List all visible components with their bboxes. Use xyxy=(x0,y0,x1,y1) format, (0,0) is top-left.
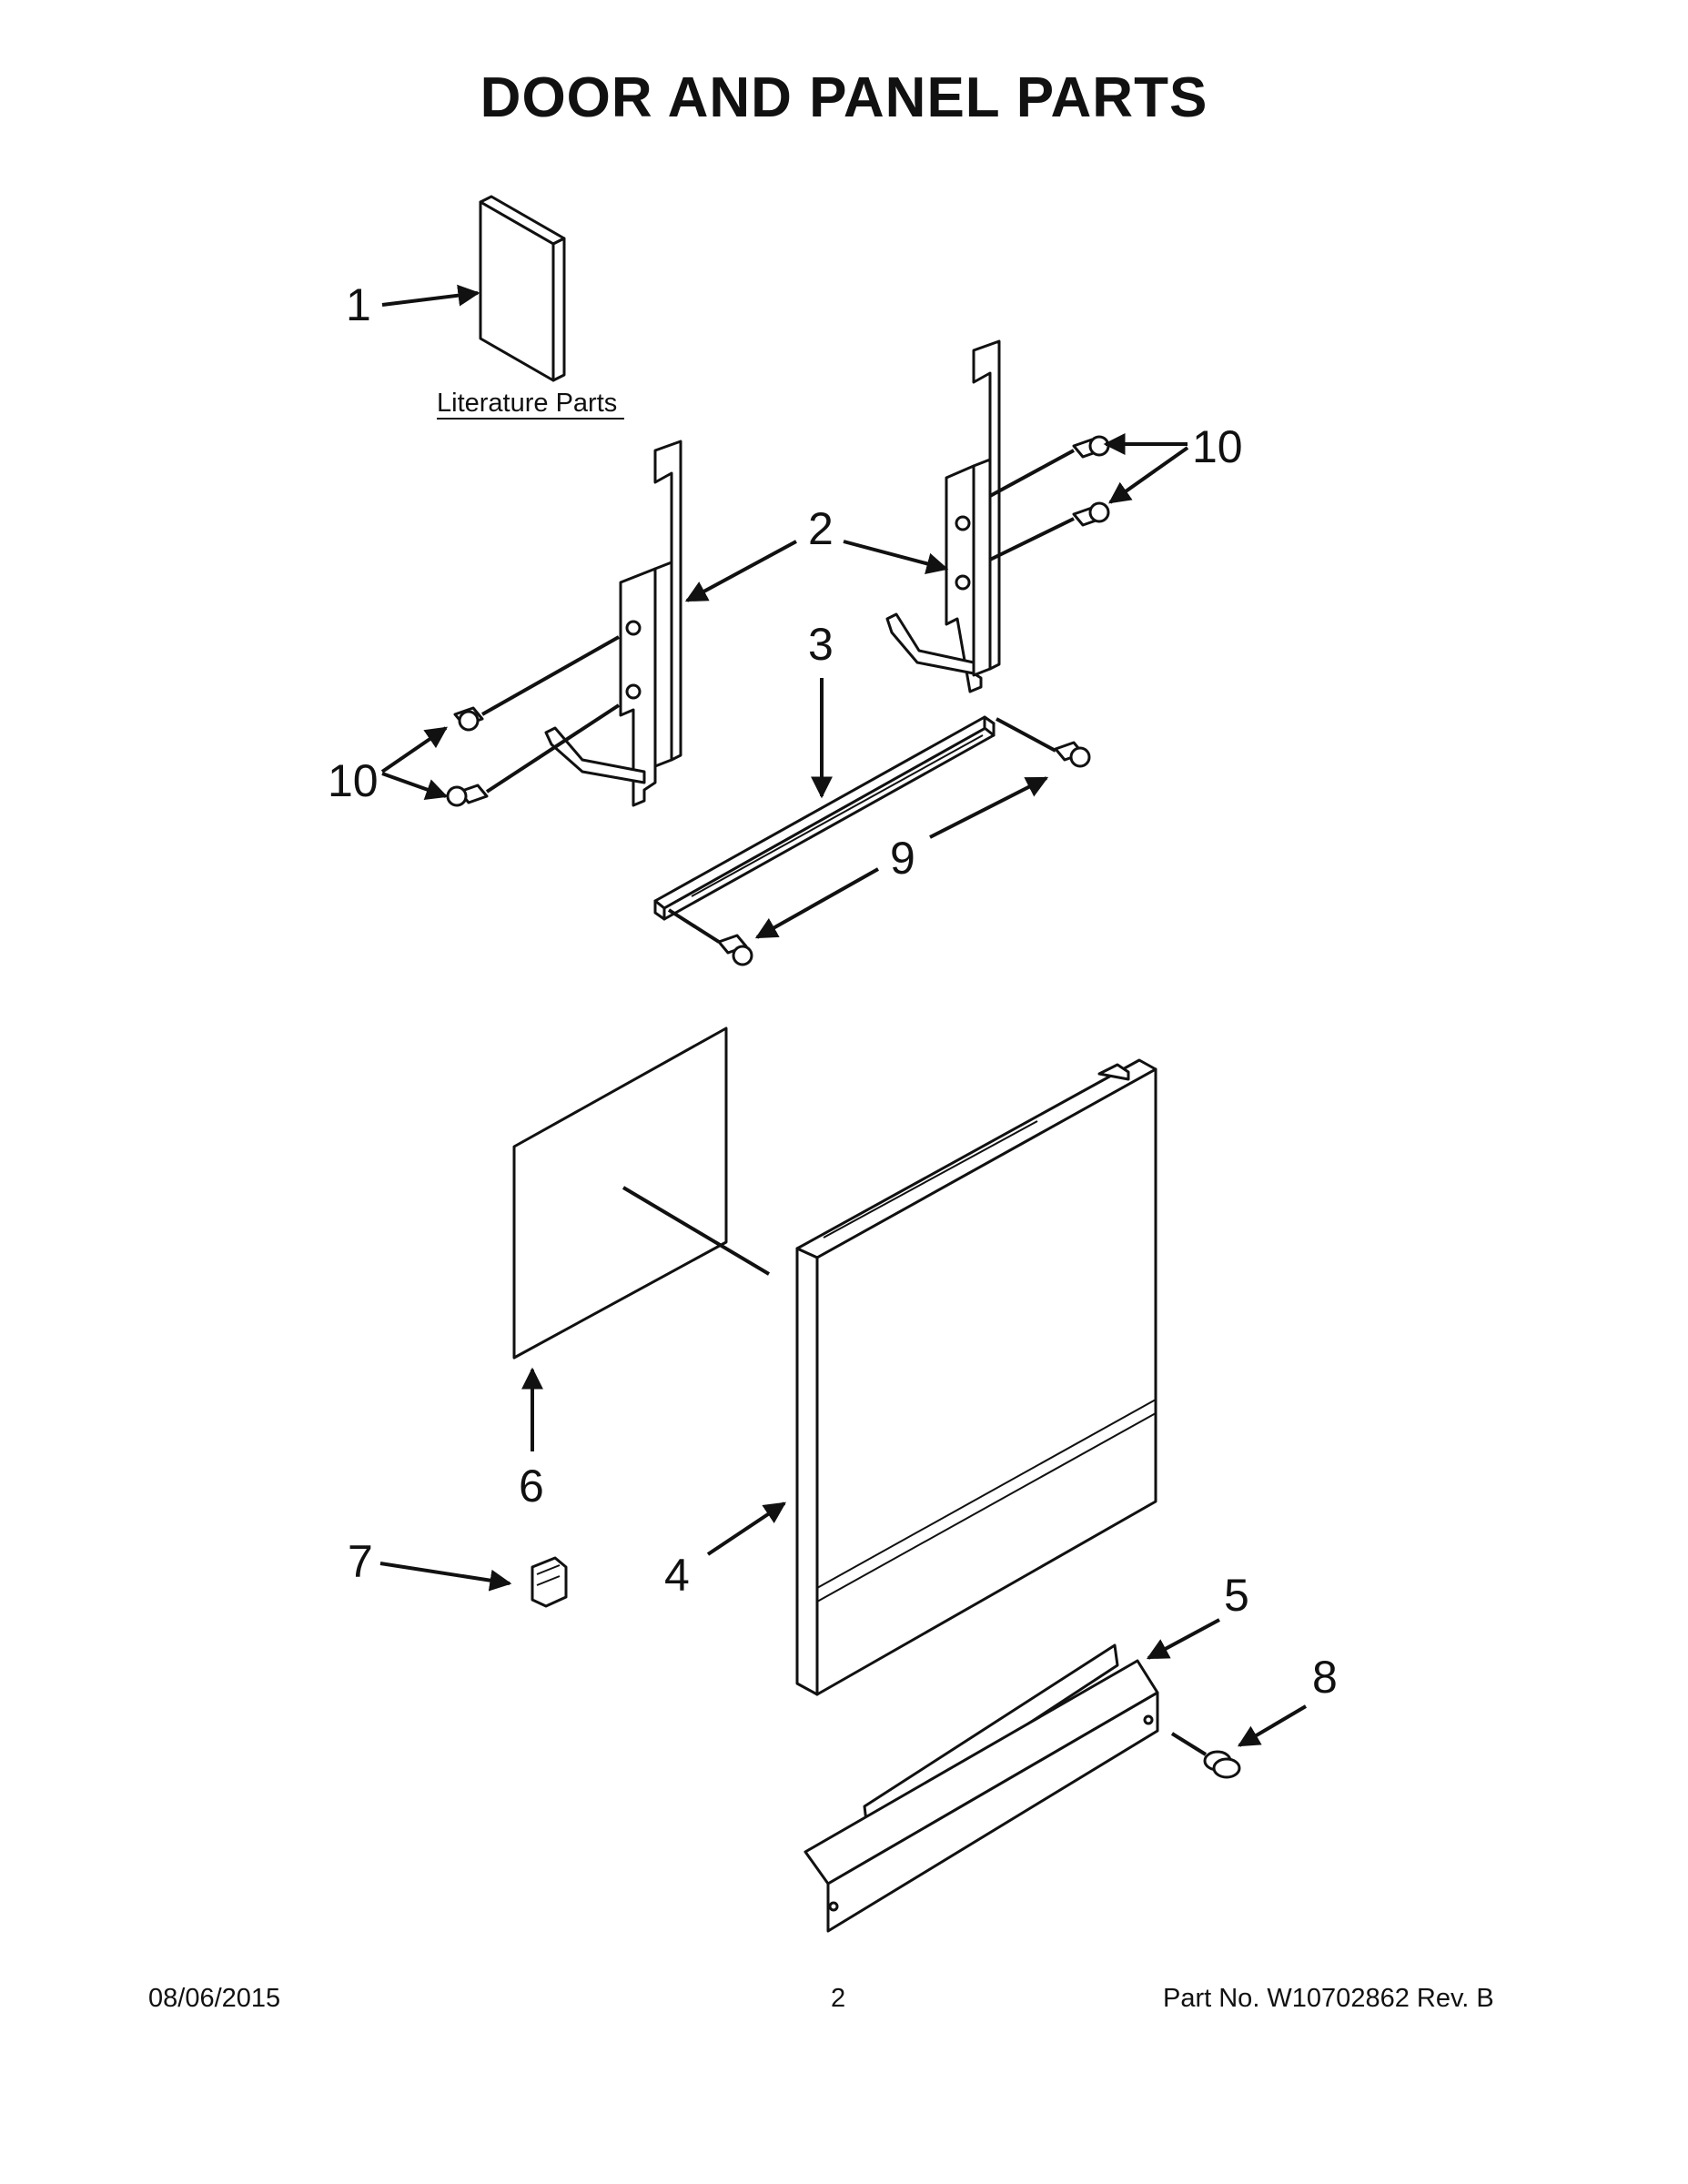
clip-part xyxy=(531,1556,568,1608)
door-channel-part xyxy=(653,715,996,921)
callout-3: 3 xyxy=(808,619,834,670)
page-title: DOOR AND PANEL PARTS xyxy=(480,66,1208,129)
callout-5: 5 xyxy=(1224,1570,1249,1621)
insulation-panel-part xyxy=(512,1026,728,1360)
callout-10-right: 10 xyxy=(1192,421,1243,472)
callout-10-left: 10 xyxy=(328,755,379,806)
callout-4: 4 xyxy=(664,1550,690,1601)
leader-lines xyxy=(379,284,1308,1756)
door-panel-part xyxy=(795,1058,1157,1696)
footer-page-number: 2 xyxy=(831,1984,846,2013)
callout-9: 9 xyxy=(890,833,915,884)
left-hinge-bracket-part xyxy=(544,440,682,807)
knob-part xyxy=(1203,1750,1241,1779)
footer-part-number: Part No. W10702862 Rev. B xyxy=(1163,1984,1494,2013)
callout-2: 2 xyxy=(808,503,834,554)
callout-7: 7 xyxy=(348,1536,373,1587)
callout-8: 8 xyxy=(1312,1652,1338,1703)
screw-part xyxy=(446,435,1110,966)
callout-1: 1 xyxy=(346,279,371,330)
literature-parts-label: Literature Parts xyxy=(437,389,617,418)
literature-booklet-part xyxy=(479,195,566,382)
callout-6: 6 xyxy=(519,1461,544,1512)
toe-panel-part xyxy=(804,1643,1159,1933)
right-hinge-bracket-part xyxy=(885,339,1001,693)
footer-date: 08/06/2015 xyxy=(148,1984,281,2013)
